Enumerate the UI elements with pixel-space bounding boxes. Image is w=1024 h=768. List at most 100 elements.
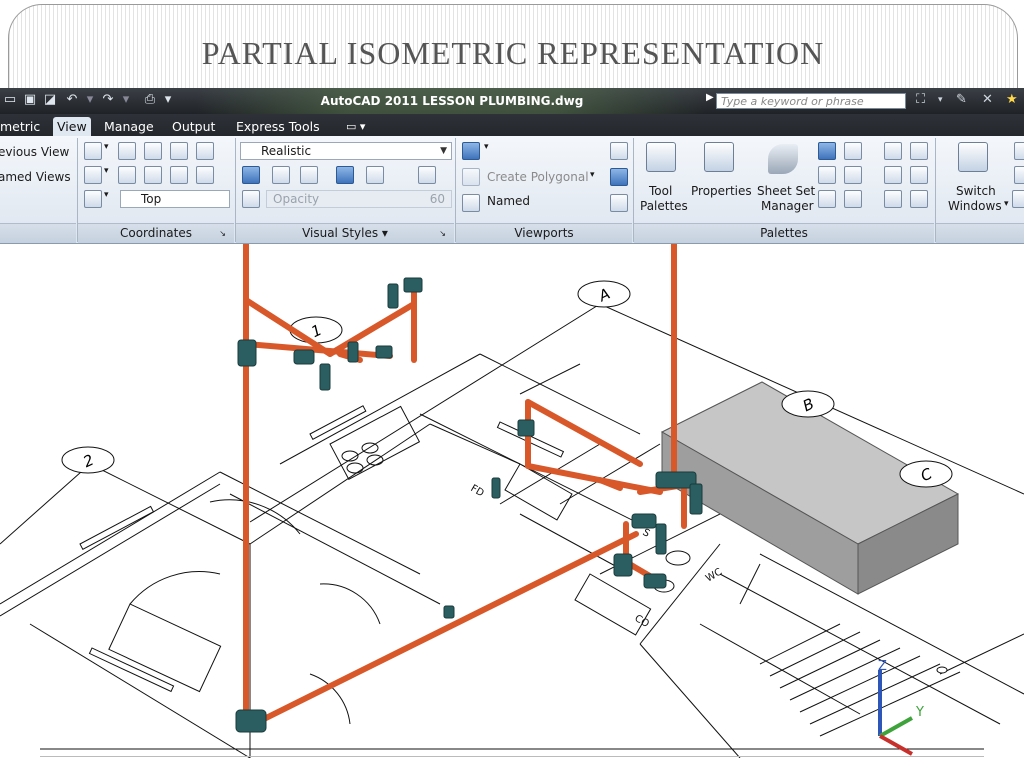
ucs-3point-icon[interactable] <box>84 166 102 184</box>
ucs-axes-icon: Z Y X <box>878 659 948 758</box>
face-style-icon[interactable] <box>300 166 318 184</box>
design-center-icon[interactable] <box>818 190 836 208</box>
autocad-window: ▭ ▣ ◪ ↶ ▾ ↷ ▾ ⎙ ▾ AutoCAD 2011 LESSON PL… <box>0 88 1024 758</box>
tab-view[interactable]: View <box>53 117 91 136</box>
search-expand-icon[interactable]: ▶ <box>706 92 714 103</box>
switch-windows-button[interactable]: Windows <box>948 199 1002 213</box>
favorites-icon[interactable]: ★ <box>1006 92 1018 107</box>
drawing-area[interactable]: A B C 1 2 FD S WC CO <box>0 241 1024 758</box>
ucs-3-icon[interactable] <box>196 166 214 184</box>
named-viewports-button[interactable]: Named <box>487 194 531 208</box>
cascade-icon[interactable] <box>1014 166 1024 184</box>
tab-express-tools[interactable]: Express Tools <box>236 119 320 134</box>
subscription-icon[interactable]: ✎ <box>956 92 967 107</box>
coordinates-panel-footer: Coordinates ↘ <box>78 223 234 243</box>
panel-toggle-icon[interactable]: ▭ ▾ <box>346 120 366 133</box>
ucs-icon[interactable] <box>84 142 102 160</box>
sheet-set-manager-button[interactable]: Manager <box>761 199 814 213</box>
tool-palettes-icon[interactable] <box>646 142 676 172</box>
opacity-slider[interactable]: Opacity 60 <box>266 190 452 208</box>
stairs <box>739 563 961 737</box>
content-icon[interactable] <box>884 142 902 160</box>
named-views-button[interactable]: amed Views <box>0 170 71 184</box>
named-viewports-icon[interactable] <box>462 194 480 212</box>
binoculars-icon[interactable]: ⛶ <box>916 92 926 107</box>
door-swings <box>129 499 381 725</box>
dialog-launcher-icon[interactable]: ↘ <box>439 229 446 238</box>
edge-icon[interactable] <box>272 166 290 184</box>
viewport-clip-icon[interactable] <box>610 168 628 186</box>
ucs-named-icon[interactable] <box>84 190 102 208</box>
redo-dropdown-icon[interactable]: ▾ <box>122 92 130 107</box>
search-dropdown-icon[interactable]: ▾ <box>938 95 943 105</box>
new-viewport-icon[interactable] <box>610 142 628 160</box>
plot-icon[interactable]: ⎙ <box>144 92 156 107</box>
grid-bubble-2: 2 <box>61 446 115 474</box>
visual-style-dropdown[interactable]: Realistic▼ <box>240 142 452 160</box>
ribbon-palette-icon[interactable] <box>818 142 836 160</box>
ucs-z-icon[interactable] <box>170 166 188 184</box>
calculator-icon[interactable] <box>844 166 862 184</box>
isometric-drawing: A B C 1 2 FD S WC CO <box>0 241 1024 758</box>
create-polygonal-button[interactable]: Create Polygonal <box>487 170 589 184</box>
save-as-icon[interactable]: ◪ <box>43 92 57 107</box>
app-title: AutoCAD 2011 LESSON PLUMBING.dwg <box>196 88 708 114</box>
render-icon[interactable] <box>884 190 902 208</box>
tool-palettes-button[interactable]: Palettes <box>640 199 688 213</box>
floor-plan-lines <box>0 303 1024 758</box>
sheet-set-icon[interactable] <box>768 144 798 174</box>
layer-icon[interactable] <box>844 190 862 208</box>
lighting-icon[interactable] <box>366 166 384 184</box>
arrange-icon[interactable] <box>1012 190 1024 208</box>
chevron-down-icon: ▼ <box>440 146 447 156</box>
save-icon[interactable]: ▣ <box>23 92 37 107</box>
tab-output[interactable]: Output <box>172 119 216 134</box>
tile-icon[interactable] <box>1014 142 1024 160</box>
quick-access-menu-icon[interactable]: ▾ <box>164 92 172 107</box>
undo-icon[interactable]: ↶ <box>66 92 78 107</box>
sun-icon[interactable] <box>910 190 928 208</box>
ucs-object-icon[interactable] <box>196 142 214 160</box>
tab-parametric[interactable]: metric <box>0 119 41 134</box>
ribbon-tabs: metric View Manage Output Express Tools … <box>0 114 1024 136</box>
xray-icon[interactable] <box>242 190 260 208</box>
view-dropdown[interactable]: Top <box>120 190 230 208</box>
title-bar: ▭ ▣ ◪ ↶ ▾ ↷ ▾ ⎙ ▾ AutoCAD 2011 LESSON PL… <box>0 88 1024 114</box>
shading-icon[interactable] <box>242 166 260 184</box>
open-icon[interactable]: ▭ <box>3 92 17 107</box>
join-viewports-icon[interactable] <box>610 194 628 212</box>
previous-view-button[interactable]: evious View <box>0 145 70 159</box>
ribbon: evious View amed Views ▾ ▾ ▾ Top Coordin… <box>0 136 1024 244</box>
create-polygonal-icon[interactable] <box>462 168 480 186</box>
views-panel-footer <box>0 223 76 243</box>
grid-bubble-a: A <box>577 280 631 308</box>
undo-dropdown-icon[interactable]: ▾ <box>86 92 94 107</box>
external-ref-icon[interactable] <box>910 142 928 160</box>
materials-icon[interactable] <box>884 166 902 184</box>
grid-bubble-c: C <box>899 460 953 488</box>
properties-icon[interactable] <box>704 142 734 172</box>
ucs-view-icon[interactable] <box>170 142 188 160</box>
tab-manage[interactable]: Manage <box>104 119 154 134</box>
switch-windows-icon[interactable] <box>958 142 988 172</box>
ucs-origin-icon[interactable] <box>144 142 162 160</box>
lights-icon[interactable] <box>910 166 928 184</box>
redo-icon[interactable]: ↷ <box>102 92 114 107</box>
material-icon[interactable] <box>336 166 354 184</box>
markup-icon[interactable] <box>818 166 836 184</box>
dialog-launcher-icon[interactable]: ↘ <box>219 229 226 238</box>
search-input[interactable]: Type a keyword or phrase <box>716 93 906 109</box>
ucs-previous-icon[interactable] <box>118 166 136 184</box>
water-heater <box>660 381 960 595</box>
properties-button[interactable]: Properties <box>691 184 752 198</box>
svg-text:Z: Z <box>878 659 887 674</box>
communication-icon[interactable]: ✕ <box>982 92 993 107</box>
ucs-world-icon[interactable] <box>118 142 136 160</box>
svg-text:CO: CO <box>633 613 651 630</box>
shadow-icon[interactable] <box>418 166 436 184</box>
viewport-config-icon[interactable] <box>462 142 480 160</box>
ucs-x-icon[interactable] <box>144 166 162 184</box>
pipes <box>243 241 693 729</box>
dbconnect-icon[interactable] <box>844 142 862 160</box>
